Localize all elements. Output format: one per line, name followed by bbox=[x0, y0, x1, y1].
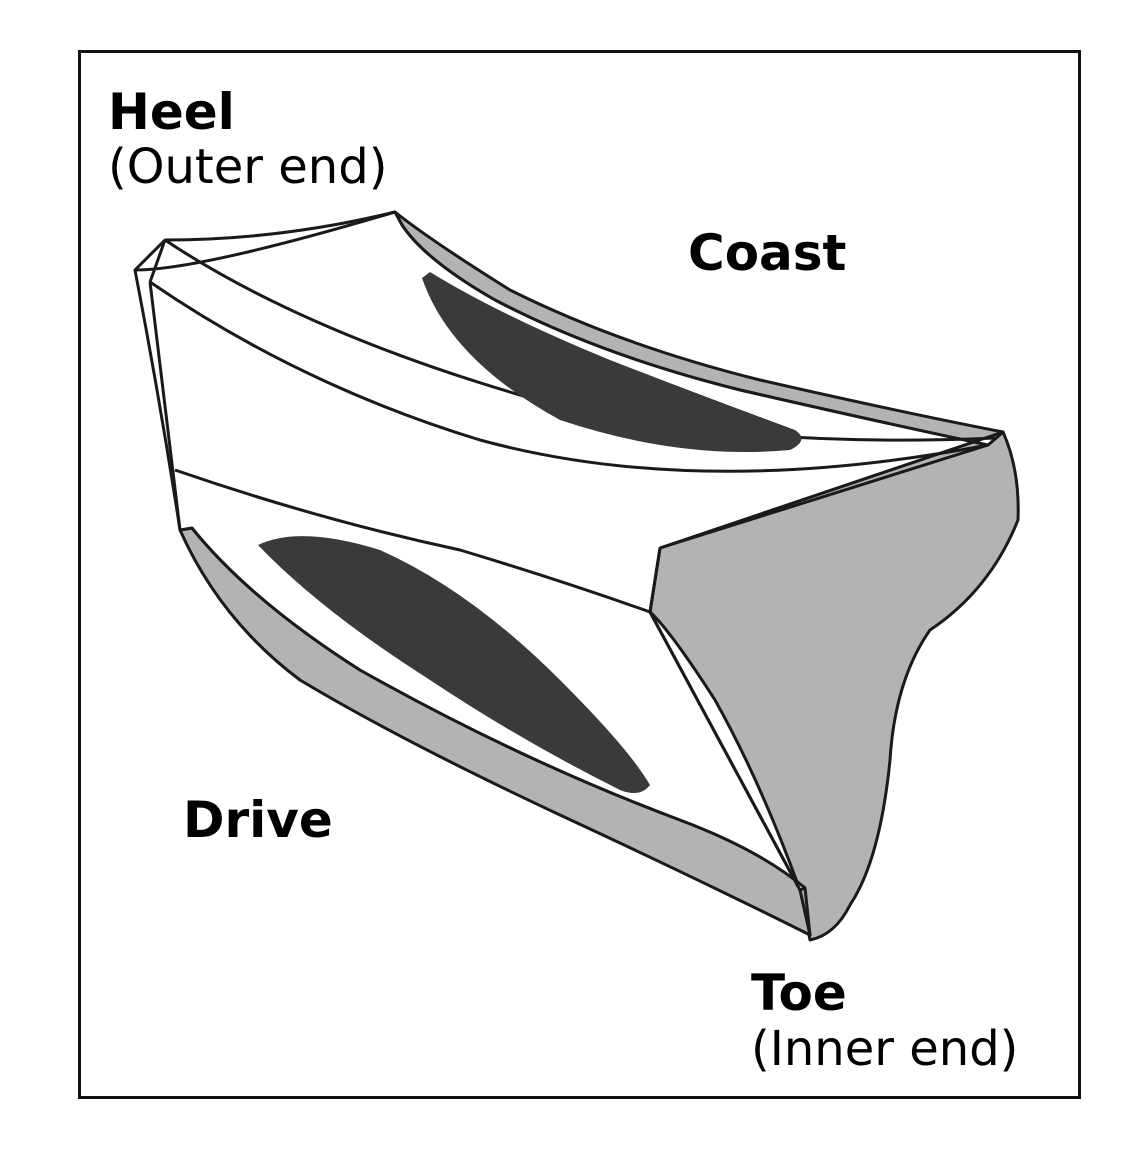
toe-label: Toe bbox=[751, 964, 847, 1022]
drive-label: Drive bbox=[183, 791, 333, 849]
drive-contact-pattern bbox=[258, 536, 650, 794]
diagram-frame bbox=[78, 50, 1081, 1099]
toe-sublabel: (Inner end) bbox=[751, 1021, 1019, 1077]
coast-label: Coast bbox=[688, 224, 847, 282]
toe-end-face bbox=[648, 430, 1020, 942]
heel-label: Heel bbox=[108, 83, 235, 141]
coast-contact-pattern bbox=[422, 272, 802, 452]
heel-sublabel: (Outer end) bbox=[108, 139, 388, 195]
